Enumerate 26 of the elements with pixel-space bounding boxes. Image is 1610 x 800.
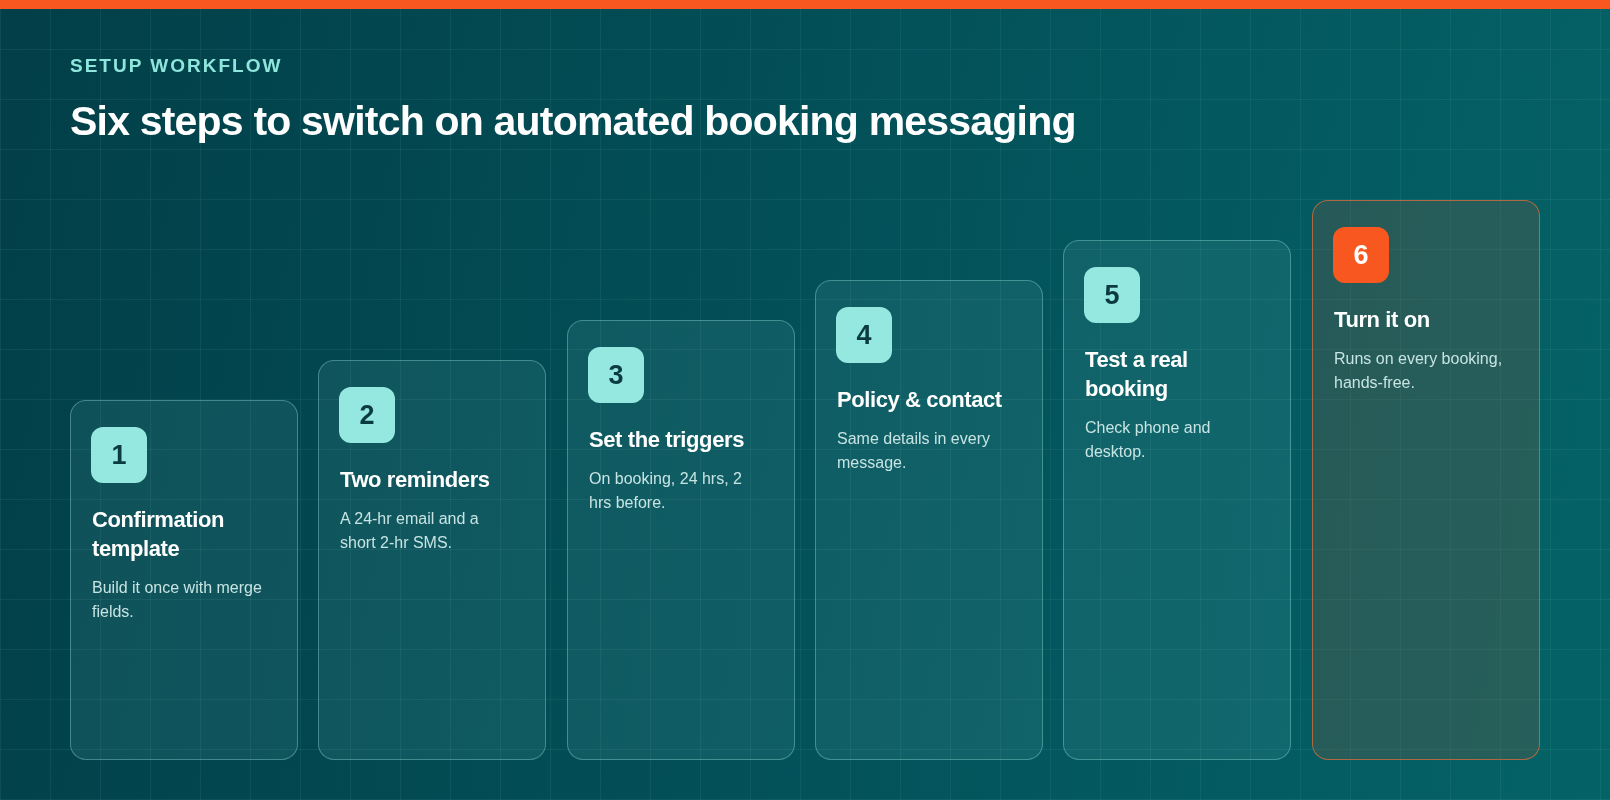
step-number-badge: 3 bbox=[588, 347, 644, 403]
step-heading: Confirmation template bbox=[92, 506, 226, 563]
step-description: Check phone and desktop. bbox=[1085, 418, 1212, 462]
step-description: A 24-hr email and a short 2-hr SMS. bbox=[340, 509, 480, 553]
eyebrow-label: SETUP WORKFLOW bbox=[70, 55, 283, 77]
step-number-badge: 6 bbox=[1333, 227, 1389, 283]
step-heading: Policy & contact bbox=[837, 386, 1003, 414]
page-title: Six steps to switch on automated booking messaging bbox=[70, 97, 1076, 146]
step-description: Build it once with merge fields. bbox=[92, 578, 263, 622]
step-number-badge: 2 bbox=[339, 387, 395, 443]
step-card bbox=[1312, 200, 1540, 760]
step-heading: Test a real booking bbox=[1085, 346, 1189, 403]
step-description: Same details in every message. bbox=[837, 429, 991, 473]
step-heading: Two reminders bbox=[340, 466, 491, 494]
step-card bbox=[567, 320, 795, 760]
step-number-badge: 5 bbox=[1084, 267, 1140, 323]
step-card bbox=[815, 280, 1043, 760]
step-description: Runs on every booking, hands-free. bbox=[1334, 349, 1504, 393]
step-description: On booking, 24 hrs, 2 hrs before. bbox=[589, 469, 743, 513]
step-heading: Turn it on bbox=[1334, 306, 1431, 334]
step-card bbox=[1063, 240, 1291, 760]
step-number-badge: 4 bbox=[836, 307, 892, 363]
step-card bbox=[318, 360, 546, 760]
step-heading: Set the triggers bbox=[589, 426, 745, 454]
step-number-badge: 1 bbox=[91, 427, 147, 483]
step-card bbox=[70, 400, 298, 760]
